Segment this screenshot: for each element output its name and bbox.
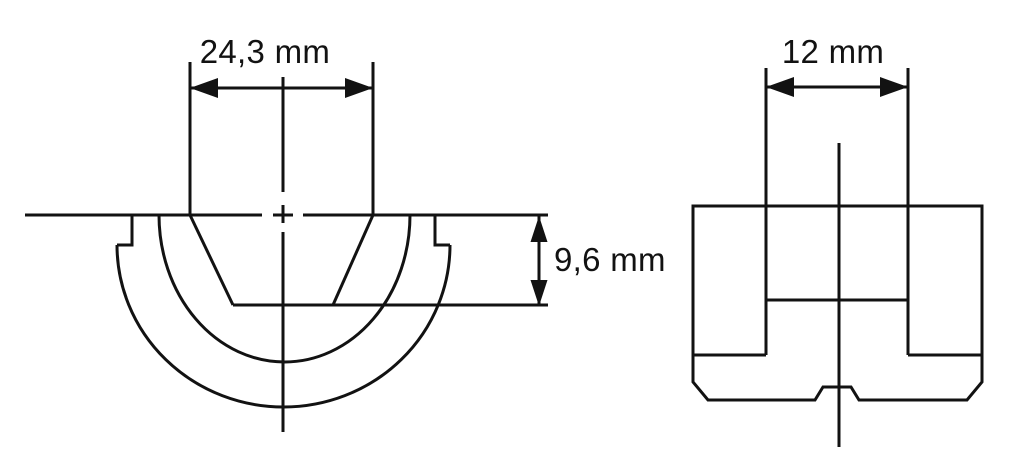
body-outline	[691, 204, 984, 402]
slot-width-dimension: 12 mm	[766, 33, 908, 97]
section-view: 24,3 mm 9,6 mm	[25, 33, 666, 432]
slot-dimension-label: 12 mm	[782, 33, 884, 70]
outer-arc	[115, 244, 452, 409]
width-dimension: 24,3 mm	[188, 33, 375, 215]
middle-arc	[157, 214, 412, 364]
arrowhead-right-icon	[345, 78, 373, 98]
cavity-profile	[115, 214, 548, 409]
taper-wall-left	[188, 214, 235, 306]
front-view: 12 mm	[691, 33, 984, 447]
arrowhead-left-icon	[190, 78, 218, 98]
depth-dimension-label: 9,6 mm	[554, 241, 666, 278]
arrowhead-up-icon	[530, 216, 548, 242]
rim-step-right	[433, 215, 450, 247]
width-dimension-label: 24,3 mm	[200, 33, 330, 70]
arrowhead-left-icon	[766, 77, 794, 97]
taper-wall-right	[331, 214, 375, 306]
arrowhead-down-icon	[530, 280, 548, 306]
depth-dimension: 9,6 mm	[530, 216, 666, 306]
inner-slot	[693, 68, 982, 357]
rim-step-left	[117, 215, 134, 247]
arrowhead-right-icon	[880, 77, 908, 97]
